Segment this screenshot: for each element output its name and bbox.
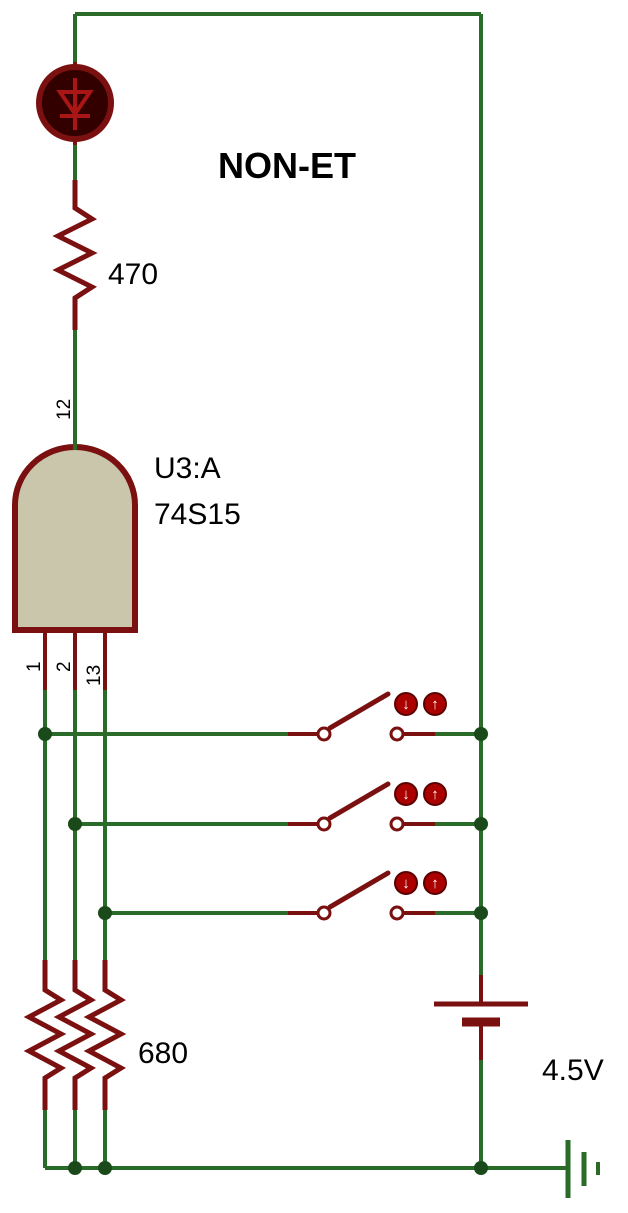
arrow-up-icon-a[interactable]: ↑ [423, 692, 447, 716]
resistor-470-label: 470 [108, 258, 158, 291]
junction-dot [474, 727, 488, 741]
ground-symbol [565, 1140, 600, 1198]
resistor-680-c[interactable] [83, 960, 127, 1110]
and-gate-u3a[interactable] [12, 420, 138, 690]
pin-number-input-b: 2 [54, 661, 75, 672]
pin-number-input-a: 1 [24, 661, 45, 672]
arrow-up-icon-c[interactable]: ↑ [423, 871, 447, 895]
battery-voltage-label: 4.5V [542, 1054, 604, 1087]
pin-number-output: 12 [54, 399, 75, 420]
arrow-down-icon-c[interactable]: ↓ [394, 871, 418, 895]
svg-text:↓: ↓ [402, 696, 410, 713]
gate-ref-label: U3:A [154, 452, 221, 485]
svg-text:↑: ↑ [431, 786, 439, 803]
junction-dot [98, 1161, 112, 1175]
resistor-680-label: 680 [138, 1037, 188, 1070]
arrow-down-icon-a[interactable]: ↓ [394, 692, 418, 716]
pin-number-input-c: 13 [84, 665, 105, 686]
arrow-up-icon-b[interactable]: ↑ [423, 782, 447, 806]
battery-cell[interactable] [434, 975, 528, 1060]
toggle-switch-a[interactable] [288, 691, 435, 742]
junction-dot [98, 906, 112, 920]
svg-text:↓: ↓ [402, 875, 410, 892]
gate-part-label: 74S15 [154, 498, 241, 531]
resistor-470[interactable] [52, 180, 98, 330]
junction-dot [474, 1161, 488, 1175]
resistor-680-b[interactable] [53, 960, 97, 1110]
junction-dot [68, 817, 82, 831]
svg-text:↓: ↓ [402, 786, 410, 803]
toggle-switch-c[interactable] [288, 870, 435, 921]
junction-dot [68, 1161, 82, 1175]
toggle-switch-b[interactable] [288, 781, 435, 832]
junction-dots [38, 727, 488, 1175]
led-diode[interactable] [36, 62, 114, 145]
arrow-down-icon-b[interactable]: ↓ [394, 782, 418, 806]
resistor-680-a[interactable] [23, 960, 67, 1110]
svg-text:↑: ↑ [431, 696, 439, 713]
junction-dot [474, 817, 488, 831]
junction-dot [38, 727, 52, 741]
junction-dot [474, 906, 488, 920]
circuit-title: NON-ET [218, 145, 356, 186]
svg-text:↑: ↑ [431, 875, 439, 892]
wires [43, 12, 566, 1170]
